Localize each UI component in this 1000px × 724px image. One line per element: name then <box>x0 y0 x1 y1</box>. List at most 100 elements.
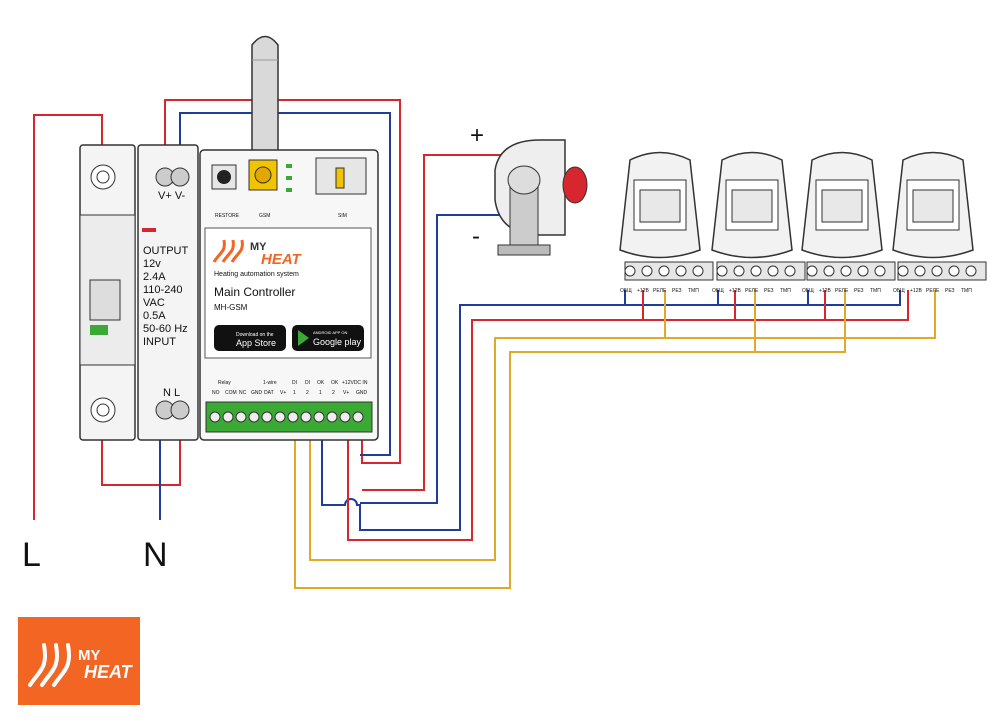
motion-detector-3 <box>801 151 896 281</box>
svg-text:12v: 12v <box>143 258 161 270</box>
detector-1-terminal-screw <box>624 265 636 277</box>
svg-text:+12В: +12В <box>819 288 831 294</box>
svg-text:ТМП: ТМП <box>961 288 972 294</box>
svg-text:OK: OK <box>331 380 339 386</box>
controller-terminal-screws <box>209 411 364 423</box>
detector-1-terminal-screw <box>692 265 704 277</box>
svg-text:2: 2 <box>332 390 335 396</box>
svg-text:РЕЗ: РЕЗ <box>764 288 774 294</box>
svg-text:1: 1 <box>319 390 322 396</box>
controller-title: Main Controller <box>214 285 295 299</box>
svg-text:ОБЩ: ОБЩ <box>712 288 724 294</box>
svg-text:110-240: 110-240 <box>143 284 183 296</box>
controller-logo: MY HEAT <box>212 239 303 268</box>
line-label: L <box>22 536 41 574</box>
controller-model: MH-GSM <box>214 303 248 312</box>
psu-vplus-wire <box>164 99 401 464</box>
svg-text:РЕЗ: РЕЗ <box>672 288 682 294</box>
svg-text:GND: GND <box>251 390 263 396</box>
svg-text:ОБЩ: ОБЩ <box>893 288 905 294</box>
motion-detector-4 <box>892 151 987 281</box>
siren-minus-label: - <box>472 223 480 250</box>
wires <box>33 99 936 589</box>
psu-top-terminal-label: V+ V- <box>158 190 186 202</box>
controller-tagline: Heating automation system <box>214 271 299 278</box>
power-supply: V+ V- N L OUTPUT 12v 2.4A 110-240 VAC 0.… <box>137 144 199 441</box>
svg-text:+12В: +12В <box>637 288 649 294</box>
svg-text:GND: GND <box>356 390 368 396</box>
detector-gnd-bus <box>321 290 901 531</box>
psu-vminus-wire <box>179 112 391 456</box>
psu-bottom-terminal-label: N L <box>163 387 180 399</box>
detector-2-terminal-screw <box>767 265 779 277</box>
svg-text:ТМП: ТМП <box>688 288 699 294</box>
circuit-breaker <box>79 144 136 441</box>
google-play-badge: ANDROID APP ON Google play <box>292 325 364 351</box>
restore-label: RESTORE <box>215 213 240 219</box>
detector-2-terminal-screw <box>784 265 796 277</box>
detector-3-terminal-screw <box>840 265 852 277</box>
siren-minus-wire <box>360 214 510 504</box>
svg-text:OUTPUT: OUTPUT <box>143 245 189 257</box>
siren-plus-wire <box>362 154 510 491</box>
detector-4-terminal-screw <box>931 265 943 277</box>
svg-text:+12В: +12В <box>910 288 922 294</box>
controller-pin-labels: NO COM NC GND DAT V+ 1 2 1 2 V+ GND <box>212 390 368 396</box>
svg-text:V+: V+ <box>343 390 349 396</box>
svg-text:+12VDC IN: +12VDC IN <box>342 380 368 386</box>
svg-text:DI: DI <box>292 380 297 386</box>
svg-text:HEAT: HEAT <box>261 251 303 268</box>
svg-text:ОБЩ: ОБЩ <box>620 288 632 294</box>
gsm-label: GSM <box>259 213 270 219</box>
svg-text:App Store: App Store <box>236 338 276 348</box>
svg-text:Google play: Google play <box>313 337 362 347</box>
svg-text:V+: V+ <box>280 390 286 396</box>
psu-spec: OUTPUT 12v 2.4A 110-240 VAC 0.5A 50-60 H… <box>143 245 189 348</box>
detector-relay2-bus <box>294 290 846 589</box>
svg-text:OK: OK <box>317 380 325 386</box>
svg-text:РЕЛЕ: РЕЛЕ <box>835 288 849 294</box>
svg-text:COM: COM <box>225 390 237 396</box>
svg-text:ТМП: ТМП <box>870 288 881 294</box>
svg-text:50-60 Hz: 50-60 Hz <box>143 323 188 335</box>
main-controller: RESTORE GSM SIM MY HEAT Heating automati… <box>199 35 379 441</box>
svg-text:ТМП: ТМП <box>780 288 791 294</box>
detector-4-terminal-screw <box>965 265 977 277</box>
detector-12v-bus <box>347 290 909 541</box>
svg-text:NC: NC <box>239 390 247 396</box>
psu-line-wire <box>160 425 181 486</box>
siren-plus-label: + <box>470 122 484 149</box>
siren: + - <box>470 122 588 256</box>
motion-detector-2 <box>711 151 806 281</box>
detector-2-terminal-screw <box>716 265 728 277</box>
detector-terminal-labels: ОБЩ +12В РЕЛЕ РЕЗ ТМП ОБЩ +12В РЕЛЕ РЕЗ … <box>620 288 972 294</box>
detector-4-terminal-screw <box>914 265 926 277</box>
detector-1-terminal-screw <box>675 265 687 277</box>
neutral-label: N <box>143 536 168 574</box>
svg-text:MY: MY <box>250 241 267 253</box>
svg-text:РЕЗ: РЕЗ <box>945 288 955 294</box>
svg-text:INPUT: INPUT <box>143 336 176 348</box>
mains-line-wire <box>33 114 160 520</box>
svg-text:+12В: +12В <box>729 288 741 294</box>
svg-text:ОБЩ: ОБЩ <box>802 288 814 294</box>
detector-2-terminal-screw <box>733 265 745 277</box>
restore-button <box>217 170 231 184</box>
svg-text:NO: NO <box>212 390 220 396</box>
detector-4-terminal-screw <box>897 265 909 277</box>
svg-text:2.4A: 2.4A <box>143 271 166 283</box>
motion-detector-1 <box>619 151 714 281</box>
detector-1-terminal-screw <box>658 265 670 277</box>
google-play-icon <box>298 330 309 346</box>
svg-text:РЕЛЕ: РЕЛЕ <box>926 288 940 294</box>
brand-logo: MY HEAT <box>18 617 140 705</box>
svg-text:0.5A: 0.5A <box>143 310 166 322</box>
svg-text:Relay: Relay <box>218 380 231 386</box>
svg-text:DAT: DAT <box>264 390 274 396</box>
flame-icon <box>28 643 71 687</box>
svg-text:DI: DI <box>305 380 310 386</box>
brand-logo-bottom: HEAT <box>84 662 134 682</box>
detector-4-terminal-screw <box>948 265 960 277</box>
svg-text:VAC: VAC <box>143 297 165 309</box>
